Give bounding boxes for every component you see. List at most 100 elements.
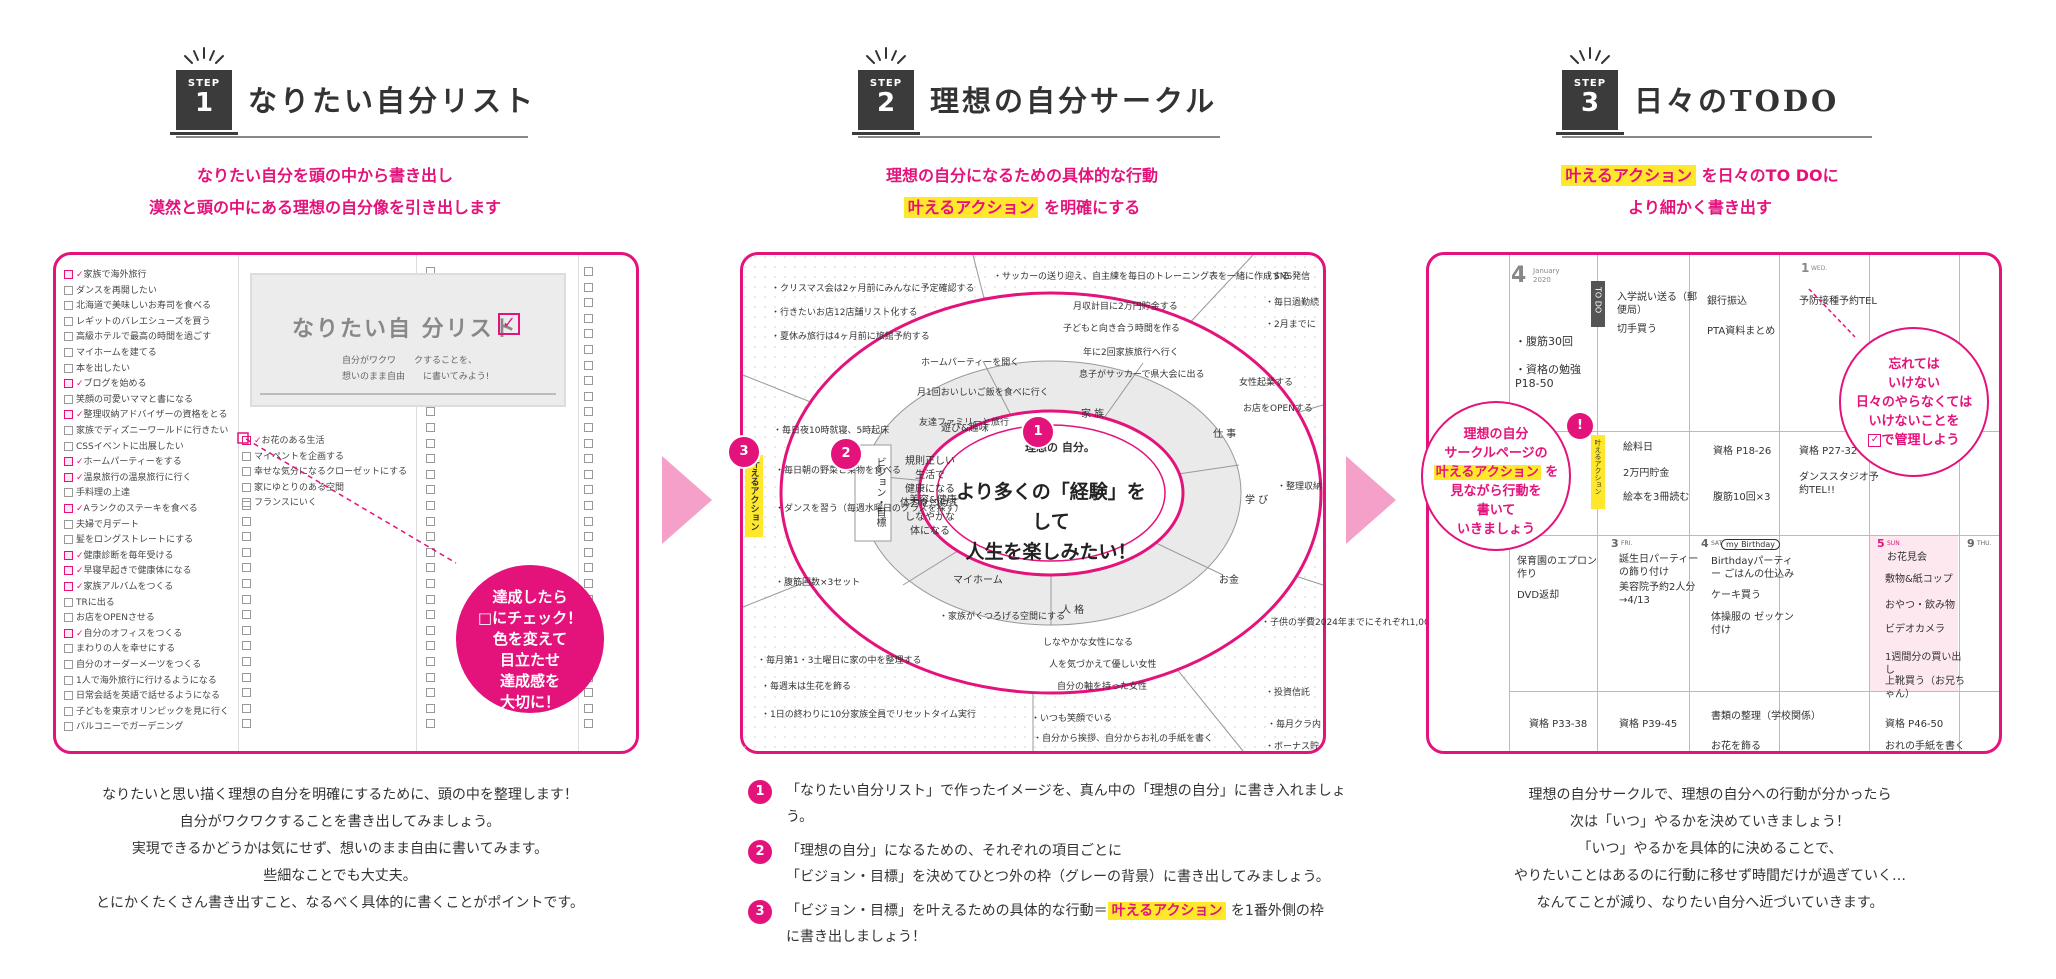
- checkbox-icon[interactable]: [426, 672, 435, 682]
- checkbox-icon[interactable]: [426, 532, 435, 542]
- checkbox-icon[interactable]: [64, 410, 73, 420]
- checkbox-icon[interactable]: [584, 282, 593, 292]
- checkbox-icon[interactable]: [64, 566, 73, 576]
- checkbox-icon[interactable]: [64, 644, 73, 654]
- checkbox-icon[interactable]: [426, 547, 435, 557]
- checkbox-icon[interactable]: [584, 547, 593, 557]
- checkbox-icon[interactable]: [426, 454, 435, 464]
- checkbox-icon[interactable]: [64, 441, 73, 451]
- checkbox-icon[interactable]: [242, 501, 251, 510]
- checkbox-icon[interactable]: [426, 657, 435, 666]
- checkbox-icon[interactable]: [426, 641, 435, 651]
- checkbox-icon[interactable]: [584, 454, 593, 464]
- checkbox-icon[interactable]: [426, 610, 435, 620]
- checkbox-icon[interactable]: [584, 719, 593, 729]
- checkbox-icon[interactable]: [64, 472, 73, 482]
- checkbox-icon[interactable]: [426, 516, 435, 526]
- checkbox-icon[interactable]: [242, 625, 251, 635]
- checkbox-icon[interactable]: [64, 706, 73, 716]
- checkbox-icon[interactable]: [584, 345, 593, 354]
- checkbox-icon[interactable]: [64, 270, 73, 279]
- checkbox-icon[interactable]: [64, 722, 73, 732]
- checkbox-icon[interactable]: [242, 703, 251, 713]
- vision-label: ビジョン・目標: [874, 457, 885, 527]
- checkbox-icon[interactable]: [242, 516, 251, 526]
- checkbox-icon[interactable]: [64, 691, 73, 701]
- checkbox-icon[interactable]: [64, 504, 73, 513]
- checkbox-icon[interactable]: [584, 298, 593, 308]
- checkbox-icon[interactable]: [64, 660, 73, 669]
- checkbox-icon[interactable]: [64, 535, 73, 545]
- checkbox-icon[interactable]: [584, 579, 593, 588]
- checkbox-icon[interactable]: [584, 469, 593, 479]
- empty-checkbox-row: [426, 672, 438, 683]
- checkbox-icon[interactable]: [64, 488, 73, 498]
- checkbox-icon[interactable]: [242, 594, 251, 604]
- checkbox-icon[interactable]: [584, 703, 593, 713]
- checkbox-icon[interactable]: [64, 316, 73, 326]
- checkbox-icon[interactable]: [64, 285, 73, 295]
- action-item: ・投資信託: [1265, 688, 1311, 698]
- checkbox-icon[interactable]: [242, 436, 251, 445]
- checkbox-icon[interactable]: [242, 482, 251, 492]
- checkbox-icon[interactable]: [64, 597, 73, 607]
- checkbox-icon[interactable]: [64, 519, 73, 529]
- checkbox-icon[interactable]: [584, 391, 593, 401]
- checkbox-icon[interactable]: [242, 610, 251, 620]
- checkbox-icon[interactable]: [584, 563, 593, 573]
- grid-line: [1689, 255, 1690, 751]
- checkbox-icon[interactable]: [584, 329, 593, 339]
- checkbox-icon[interactable]: [584, 376, 593, 386]
- checkbox-icon[interactable]: [242, 563, 251, 573]
- checkbox-icon[interactable]: [64, 628, 73, 638]
- checkbox-icon[interactable]: [426, 703, 435, 713]
- next-arrow-icon: [662, 456, 712, 544]
- checkbox-icon[interactable]: [426, 688, 435, 698]
- checkbox-icon[interactable]: [64, 394, 73, 404]
- checkbox-icon[interactable]: [64, 457, 73, 467]
- checkbox-icon[interactable]: [584, 438, 593, 448]
- checkbox-icon[interactable]: [426, 501, 435, 510]
- checkbox-icon[interactable]: [584, 360, 593, 370]
- checkbox-icon[interactable]: [584, 501, 593, 510]
- checkbox-icon[interactable]: [64, 301, 73, 311]
- checkbox-icon[interactable]: [64, 363, 73, 373]
- checkbox-icon[interactable]: [64, 332, 73, 342]
- checkbox-icon[interactable]: [242, 641, 251, 651]
- checkbox-icon[interactable]: [584, 313, 593, 323]
- checkbox-icon[interactable]: [64, 348, 73, 357]
- checkbox-icon[interactable]: [584, 532, 593, 542]
- checkbox-icon[interactable]: [584, 485, 593, 495]
- checkbox-icon[interactable]: [242, 719, 251, 729]
- checkbox-icon[interactable]: [426, 423, 435, 432]
- checkbox-icon[interactable]: [426, 719, 435, 729]
- checkbox-icon[interactable]: [64, 550, 73, 560]
- checkbox-icon[interactable]: [64, 613, 73, 623]
- checkbox-icon[interactable]: [584, 516, 593, 526]
- checkbox-icon[interactable]: [242, 467, 251, 477]
- checkbox-icon[interactable]: [426, 469, 435, 479]
- checkbox-icon[interactable]: [64, 379, 73, 389]
- checkbox-icon[interactable]: [242, 688, 251, 698]
- checkbox-icon[interactable]: [426, 594, 435, 604]
- checkbox-icon[interactable]: [584, 423, 593, 432]
- checkbox-icon[interactable]: [426, 579, 435, 588]
- checkbox-icon[interactable]: [64, 582, 73, 591]
- checkbox-icon[interactable]: [584, 267, 593, 276]
- checkbox-icon[interactable]: [584, 407, 593, 417]
- checkbox-icon[interactable]: [242, 547, 251, 557]
- checkbox-icon[interactable]: [426, 563, 435, 573]
- checkbox-icon[interactable]: [242, 657, 251, 666]
- checkbox-icon[interactable]: [426, 438, 435, 448]
- checkbox-icon[interactable]: [242, 579, 251, 588]
- checkbox-icon[interactable]: [64, 426, 73, 435]
- checkbox-icon[interactable]: [64, 675, 73, 685]
- checkbox-icon[interactable]: [426, 407, 435, 417]
- checkbox-icon[interactable]: [426, 485, 435, 495]
- checkbox-icon[interactable]: [242, 672, 251, 682]
- checkbox-icon[interactable]: [584, 688, 593, 698]
- check-mark-icon: ✓: [76, 472, 84, 483]
- checkbox-icon[interactable]: [426, 625, 435, 635]
- checkbox-icon[interactable]: [242, 532, 251, 542]
- checkbox-icon[interactable]: [242, 451, 251, 461]
